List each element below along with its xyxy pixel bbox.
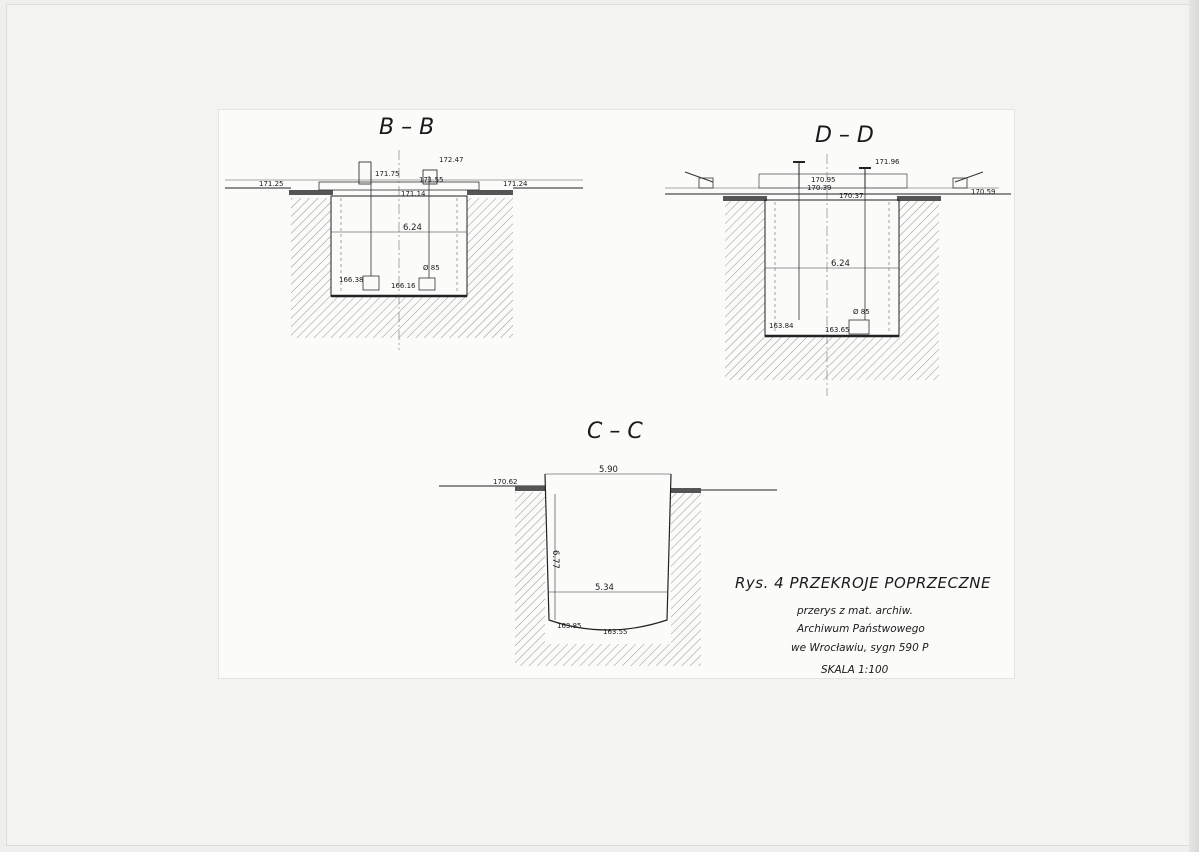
cc-ground-level: 170.62 — [493, 478, 518, 486]
bb-bottom-left: 166.38 — [339, 276, 364, 284]
cc-top-width: 5.90 — [599, 465, 618, 475]
dd-gate — [848, 319, 870, 335]
bb-gate-right — [418, 277, 436, 291]
cc-channel — [544, 473, 672, 631]
cc-soil-left — [515, 492, 545, 666]
cc-slab-left — [515, 486, 545, 491]
dd-cover-right-box — [952, 177, 968, 189]
dd-cover-left — [684, 171, 714, 183]
bb-inner-b: 171.55 — [419, 176, 444, 184]
cc-soil-bottom — [545, 644, 671, 666]
bb-pipe: Ø 85 — [423, 264, 440, 272]
bb-inner-c: 171.14 — [401, 190, 426, 198]
dd-pipe: Ø 85 — [853, 308, 870, 316]
dd-width-label: 6.24 — [831, 259, 850, 269]
bb-bottom-right: 166.16 — [391, 282, 416, 290]
caption-line1: przerys z mat. archiw. — [796, 605, 913, 617]
dd-soil-right — [899, 200, 939, 380]
cc-bottom-left: 163.85 — [557, 622, 582, 630]
bb-left-ground: 171.25 — [259, 180, 284, 188]
cc-bottom-width: 5.34 — [595, 583, 614, 593]
dd-right-ground: 170.59 — [971, 188, 996, 196]
dd-inner-c: 170.37 — [839, 192, 864, 200]
bb-housing-left — [358, 161, 372, 185]
dd-inner-b: 170.39 — [807, 184, 832, 192]
section-bb-title: B – B — [379, 115, 434, 140]
caption-block: Rys. 4 PRZEKROJE POPRZECZNE przerys z ma… — [735, 574, 991, 676]
cc-depth: 6.77 — [550, 550, 560, 569]
bb-housing-right — [422, 169, 438, 185]
bb-soil-left — [291, 198, 331, 338]
dd-cover-left-box — [698, 177, 714, 189]
dd-cover-right — [954, 171, 984, 183]
dd-top-frame — [758, 173, 908, 189]
dd-bottom-right: 163.65 — [825, 326, 850, 334]
drawing-canvas: B – B — [225, 115, 1011, 676]
section-cc-title: C – C — [587, 419, 643, 444]
caption-line2: Archiwum Państwowego — [796, 623, 925, 635]
bb-inner-a: 171.75 — [375, 170, 400, 178]
section-dd-title: D – D — [815, 123, 874, 148]
bb-soil-right — [467, 198, 513, 338]
bb-slab-left — [289, 190, 333, 195]
technical-drawing: B – B — [219, 110, 1014, 678]
bb-top-level: 172.47 — [439, 156, 464, 164]
dd-slab-left — [723, 196, 767, 201]
bb-width-label: 6.24 — [403, 223, 422, 233]
sheet-edge — [1189, 0, 1199, 852]
section-cc: C – C 5.90 6.77 5.34 170.62 163.85 163.5… — [439, 419, 777, 666]
dd-bottom-left: 163.84 — [769, 322, 794, 330]
dd-soil-left — [725, 200, 765, 380]
cc-soil-right — [671, 492, 701, 666]
section-bb: B – B — [225, 115, 583, 350]
caption-title: Rys. 4 PRZEKROJE POPRZECZNE — [735, 574, 991, 592]
dd-slab-right — [897, 196, 941, 201]
dd-top-level: 171.96 — [875, 158, 900, 166]
dd-inner-a: 170.95 — [811, 176, 836, 184]
dd-soil-bottom — [765, 336, 899, 380]
bb-slab-right — [467, 190, 513, 195]
bb-right-ground: 171.24 — [503, 180, 528, 188]
section-dd: D – D — [665, 123, 1011, 396]
bb-gate-left — [362, 275, 380, 291]
cc-bottom-center: 163.55 — [603, 628, 628, 636]
caption-line3: we Wrocławiu, sygn 590 P — [791, 642, 929, 654]
caption-scale: SKALA 1:100 — [821, 664, 889, 676]
cc-slab-right — [671, 488, 701, 493]
